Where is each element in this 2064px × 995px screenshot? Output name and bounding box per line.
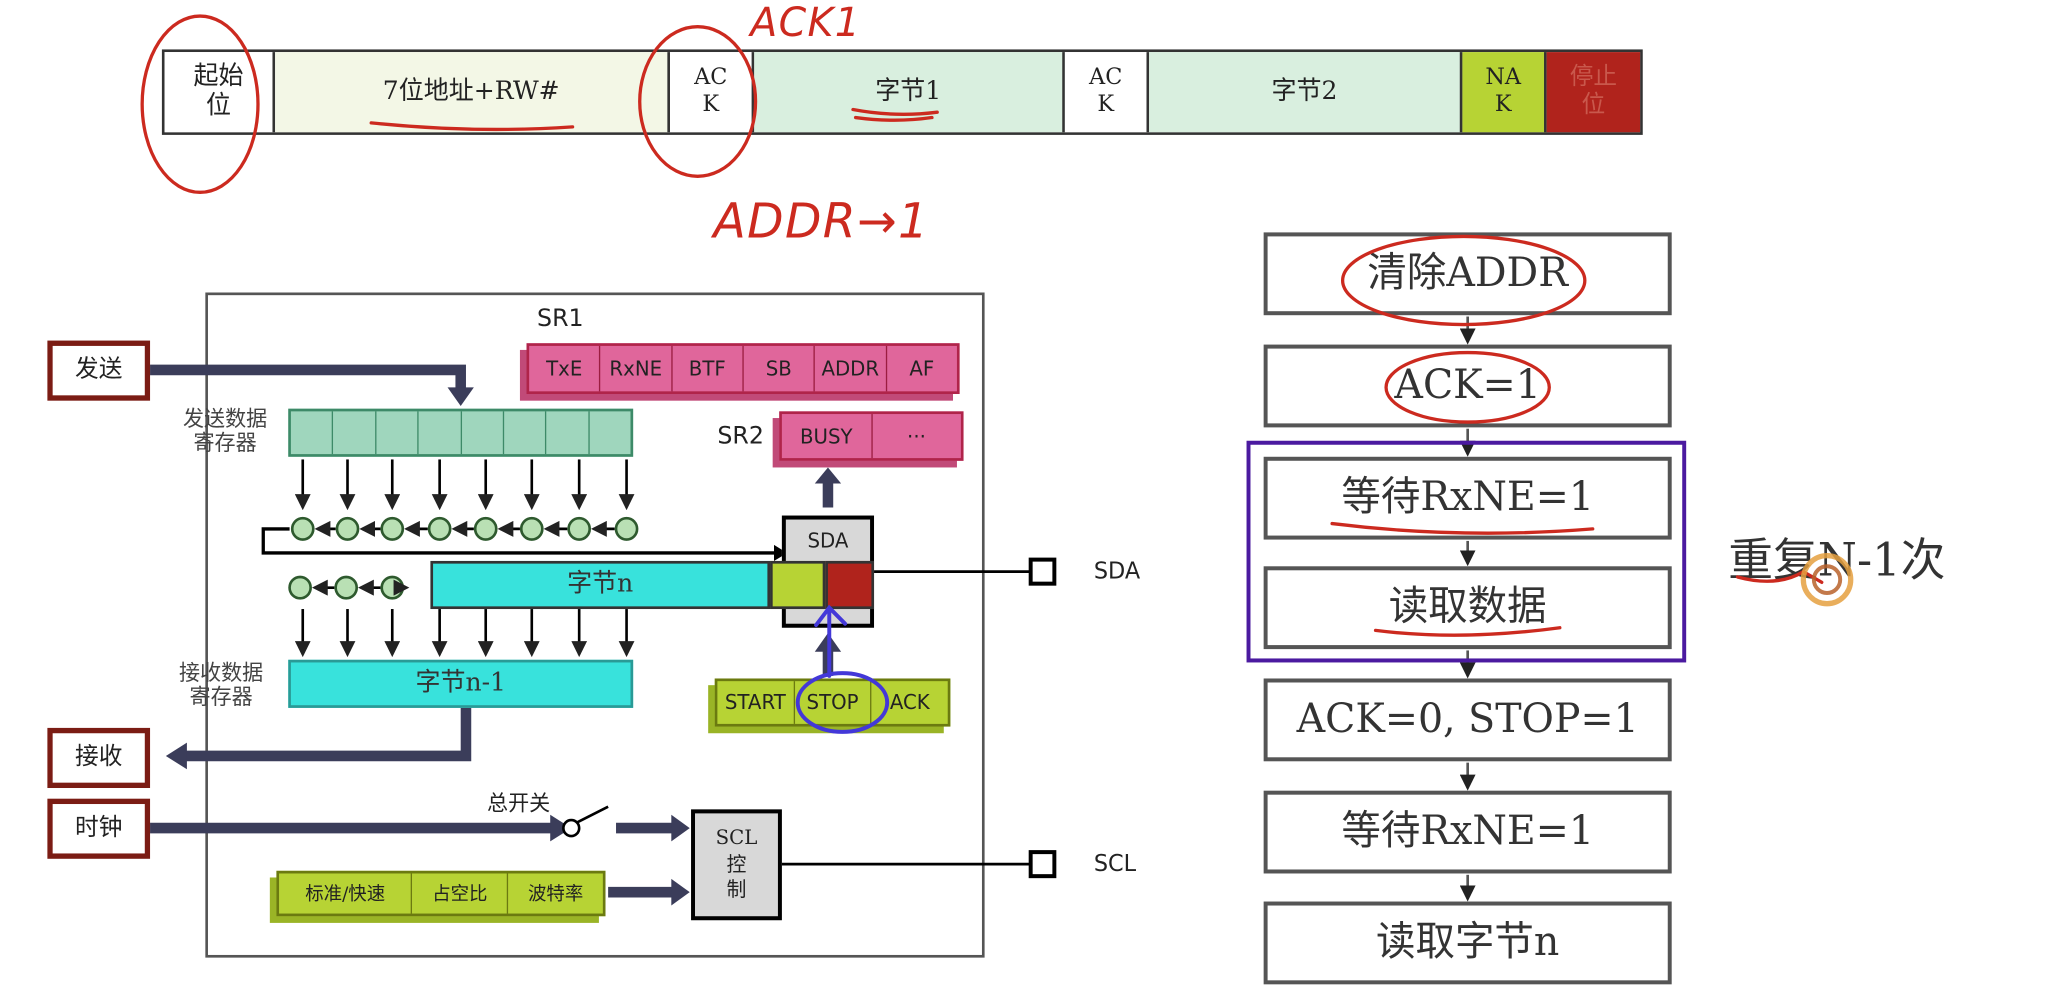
repeat-annotation: 重复N-1次 (1728, 534, 1946, 588)
clk-cfg-baud: 波特率 (527, 884, 584, 906)
markup-underline-wait-rxne (1330, 521, 1595, 535)
markup-squiggle-repeat (1735, 569, 1824, 584)
scl-pin-label: SCL (1093, 850, 1137, 878)
scl-pin-icon (1028, 850, 1057, 879)
flow-step-clear-addr: 清除ADDR (1263, 232, 1672, 316)
annotation-addr: ADDR→1 (713, 194, 930, 250)
sr1-flag-sb: SB (744, 345, 816, 392)
send-reg-bit-arrows (294, 459, 635, 511)
recv-reg-bit-arrows (294, 609, 635, 658)
clk-cfg-duty: 占空比 (413, 873, 509, 914)
receive-label-box: 接收 (47, 727, 151, 789)
cursor-icon (1800, 552, 1854, 607)
clk-cfg-speed: 标准/快速 (279, 873, 413, 914)
sr1-flag-txe: TxE (529, 345, 601, 392)
send-data-register (288, 408, 634, 457)
shift-bit-circle (427, 516, 452, 541)
sr2-flag-busy: BUSY (782, 414, 873, 459)
send-register-label: 发送数据 寄存器 (182, 405, 268, 456)
shift-bit-circle (519, 516, 544, 541)
frame-cell-address: 7位地址+RW# (275, 52, 670, 133)
markup-underline-read-data (1373, 626, 1562, 637)
flow-step-ack-1: ACK=1 (1263, 344, 1672, 428)
markup-circle-stop (795, 671, 890, 734)
main-switch-label: 总开关 (487, 790, 551, 817)
frame-cell-ack1: AC K (669, 52, 755, 133)
shift-bit-circle (380, 516, 405, 541)
markup-underline-byte1 (851, 107, 939, 122)
markup-arrow-stop (814, 604, 848, 678)
cr-flag-start: START (717, 681, 795, 724)
frame-cell-ack2: AC K (1064, 52, 1150, 133)
shift-register-byte-n: 字节n (430, 560, 771, 610)
markup-circle-start (140, 14, 260, 194)
flow-step-ack0-stop1: ACK=0, STOP=1 (1263, 678, 1672, 762)
flow-step-wait-rxne-2: 等待RxNE=1 (1263, 790, 1672, 874)
shift-bit-circle (380, 575, 405, 600)
shift-bit-circle (567, 516, 592, 541)
clock-config-register: 标准/快速 占空比 波特率 (276, 870, 606, 917)
recv-data-register: 字节n-1 (288, 659, 634, 708)
shift-bit-circle (335, 516, 360, 541)
recv-register-label: 接收数据 寄存器 (178, 659, 264, 710)
markup-circle-ack1 (1384, 350, 1551, 424)
sr1-flag-btf: BTF (672, 345, 744, 392)
send-label-box: 发送 (47, 340, 151, 401)
markup-circle-clear-addr (1340, 234, 1587, 327)
sr1-flag-addr: ADDR (815, 345, 887, 392)
shift-bit-circle (614, 516, 639, 541)
repeat-loop-frame (1246, 440, 1687, 663)
sr1-flag-rxne: RxNE (601, 345, 673, 392)
shift-bit-circles-top (290, 516, 639, 541)
sda-ack-bit (770, 560, 826, 610)
sda-pin-label: SDA (1093, 558, 1141, 585)
sr2-register: BUSY ··· (779, 411, 964, 461)
annotation-ack1: ACK1 (750, 0, 862, 47)
scl-controller: SCL 控 制 (691, 809, 782, 921)
i2c-block-frame (205, 292, 985, 958)
sda-stop-bit (825, 560, 875, 610)
shift-bit-circle (334, 575, 359, 600)
shift-bit-circles-bottom (288, 575, 405, 600)
markup-underline-address (369, 121, 575, 132)
cr-flag-stop: STOP (795, 681, 872, 724)
send-data-arrow (148, 364, 466, 396)
frame-cell-byte2: 字节2 (1149, 52, 1463, 133)
clock-label-box: 时钟 (47, 798, 151, 859)
cr-flag-ack: ACK (889, 690, 930, 715)
main-switch-icon (562, 818, 581, 838)
sda-controller-label: SDA (807, 529, 849, 554)
markup-circle-ack (638, 25, 758, 178)
sr1-register: TxE RxNE BTF SB ADDR AF (526, 343, 960, 395)
i2c-frame-bar: 起始 位 7位地址+RW# AC K 字节1 AC K 字节2 NA K 停止 … (161, 49, 1643, 135)
control-register: START STOP ACK (714, 678, 951, 727)
shift-bit-circle (290, 516, 315, 541)
flow-step-read-byte-n: 读取字节n (1263, 901, 1672, 985)
sr1-flag-af: AF (909, 356, 935, 381)
receive-data-arrow (184, 707, 472, 762)
sr2-label: SR2 (717, 422, 764, 451)
sr2-flag-more: ··· (907, 424, 926, 449)
frame-cell-stop: 停止 位 (1546, 52, 1641, 133)
sr1-label: SR1 (537, 304, 584, 333)
sda-pin-icon (1028, 557, 1057, 586)
shift-bit-circle (288, 575, 312, 600)
flow-step-wait-rxne: 等待RxNE=1 (1263, 456, 1672, 540)
shift-bit-circle (473, 516, 498, 541)
frame-cell-nak: NA K (1462, 52, 1547, 133)
